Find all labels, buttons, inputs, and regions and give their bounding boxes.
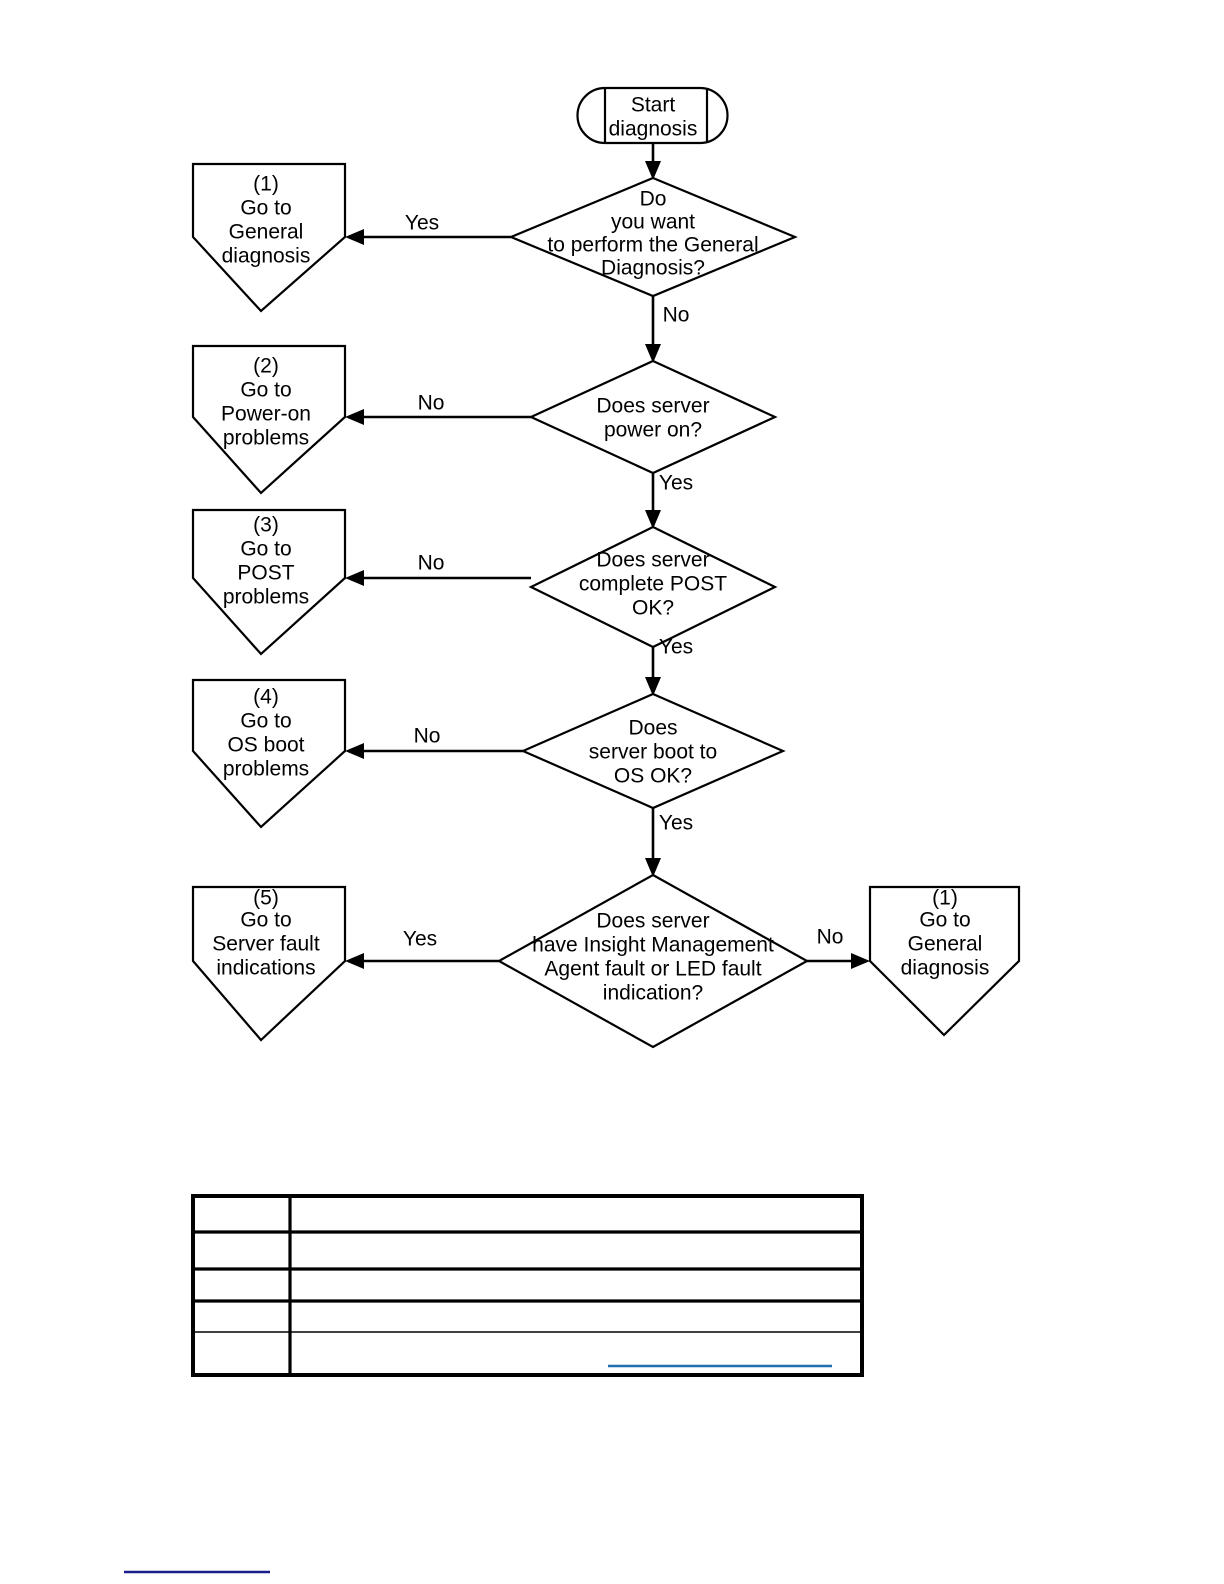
- goto-4-line2: Go to: [240, 710, 291, 733]
- goto-4-shape: [191, 678, 347, 829]
- decision-3-line3: OK?: [632, 597, 674, 620]
- goto-1b-line2: Go to: [919, 909, 970, 932]
- node-goto-os-boot-problems[interactable]: (4) Go to OS boot problems: [191, 678, 347, 829]
- goto-1-line2: Go to: [240, 197, 291, 220]
- goto-5-line3: Server fault: [212, 933, 320, 956]
- node-goto-general-diagnosis-1[interactable]: (1) Go to General diagnosis: [191, 162, 347, 313]
- goto-1b-line3: General: [908, 933, 983, 956]
- node-decision-os-boot[interactable]: Does server boot to OS OK?: [520, 692, 786, 810]
- start-label-line2: diagnosis: [609, 118, 698, 141]
- decision-1-line4: Diagnosis?: [601, 257, 705, 280]
- node-goto-general-diagnosis-2[interactable]: (1) Go to General diagnosis: [868, 885, 1021, 1037]
- goto-5-line1: (5): [253, 887, 279, 910]
- node-goto-server-fault-indications[interactable]: (5) Go to Server fault indications: [191, 885, 347, 1042]
- decision-4-line2: server boot to: [589, 741, 717, 764]
- decision-5-line1: Does server: [596, 910, 709, 933]
- decision-5-shape: [496, 873, 810, 1049]
- node-decision-post-complete[interactable]: Does server complete POST OK?: [528, 525, 778, 649]
- node-goto-post-problems[interactable]: (3) Go to POST problems: [191, 508, 347, 656]
- goto-3-shape: [191, 508, 347, 656]
- node-goto-power-on-problems[interactable]: (2) Go to Power-on problems: [191, 344, 347, 495]
- goto-4-line1: (4): [253, 686, 279, 709]
- decision-5-line4: indication?: [603, 982, 703, 1005]
- connector-decision-5-no: No: [807, 926, 870, 969]
- legend-table[interactable]: [191, 1194, 864, 1377]
- node-decision-general-diagnosis[interactable]: Do you want to perform the General Diagn…: [508, 176, 798, 298]
- edge-label-decision-3-yes: Yes: [659, 636, 693, 659]
- decision-4-line1: Does: [628, 717, 677, 740]
- connector-decision-4-no: No: [345, 725, 523, 759]
- connector-start-to-decision-1: [645, 143, 661, 180]
- node-decision-power-on[interactable]: Does server power on?: [528, 359, 778, 475]
- connector-decision-2-no: No: [345, 392, 531, 425]
- decision-3-line2: complete POST: [579, 573, 727, 596]
- decision-1-line1: Do: [640, 188, 667, 211]
- goto-5-line4: indications: [216, 957, 315, 980]
- goto-3-line4: problems: [223, 586, 309, 609]
- connector-decision-4-yes: Yes: [645, 808, 693, 877]
- decision-1-line2: you want: [611, 211, 695, 234]
- edge-label-decision-5-yes: Yes: [403, 928, 437, 951]
- connector-decision-1-yes: Yes: [345, 212, 511, 245]
- goto-1b-shape: [868, 885, 1021, 1037]
- goto-1b-line4: diagnosis: [901, 957, 990, 980]
- decision-1-line3: to perform the General: [547, 234, 758, 257]
- goto-1-line3: General: [229, 221, 304, 244]
- goto-1-line1: (1): [253, 173, 279, 196]
- goto-2-line4: problems: [223, 427, 309, 450]
- edge-label-decision-1-no: No: [663, 304, 690, 327]
- goto-3-line3: POST: [237, 562, 294, 585]
- decision-4-line3: OS OK?: [614, 765, 692, 788]
- node-decision-fault-indication[interactable]: Does server have Insight Management Agen…: [496, 873, 810, 1049]
- edge-label-decision-4-yes: Yes: [659, 812, 693, 835]
- edge-label-decision-2-no: No: [418, 392, 445, 415]
- goto-3-line2: Go to: [240, 538, 291, 561]
- edge-label-decision-2-yes: Yes: [659, 472, 693, 495]
- goto-2-shape: [191, 344, 347, 495]
- goto-4-line3: OS boot: [227, 734, 304, 757]
- connector-decision-3-no: No: [345, 552, 531, 586]
- goto-1b-line1: (1): [932, 887, 958, 910]
- edge-label-decision-5-no: No: [817, 926, 844, 949]
- goto-4-line4: problems: [223, 758, 309, 781]
- start-label-line1: Start: [631, 94, 676, 117]
- node-start-diagnosis[interactable]: Start diagnosis: [576, 86, 729, 145]
- goto-3-line1: (3): [253, 514, 279, 537]
- goto-2-line2: Go to: [240, 379, 291, 402]
- edge-label-decision-3-no: No: [418, 552, 445, 575]
- connector-decision-5-yes: Yes: [345, 928, 499, 969]
- decision-5-line2: have Insight Management: [532, 934, 774, 957]
- table-outer-border: [191, 1194, 864, 1377]
- edge-label-decision-4-no: No: [414, 725, 441, 748]
- decision-5-line3: Agent fault or LED fault: [544, 958, 761, 981]
- connector-decision-2-yes: Yes: [645, 472, 693, 529]
- connector-decision-1-no: No: [645, 296, 689, 363]
- edge-label-decision-1-yes: Yes: [405, 212, 439, 235]
- goto-1-line4: diagnosis: [222, 245, 311, 268]
- decision-3-line1: Does server: [596, 549, 709, 572]
- connector-decision-3-yes: Yes: [645, 636, 693, 696]
- decision-2-line2: power on?: [604, 419, 702, 442]
- goto-5-shape: [191, 885, 347, 1042]
- decision-2-line1: Does server: [596, 395, 709, 418]
- start-terminator-shape: [576, 86, 729, 145]
- goto-5-line2: Go to: [240, 909, 291, 932]
- goto-2-line1: (2): [253, 355, 279, 378]
- goto-2-line3: Power-on: [221, 403, 311, 426]
- goto-1-shape: [191, 162, 347, 313]
